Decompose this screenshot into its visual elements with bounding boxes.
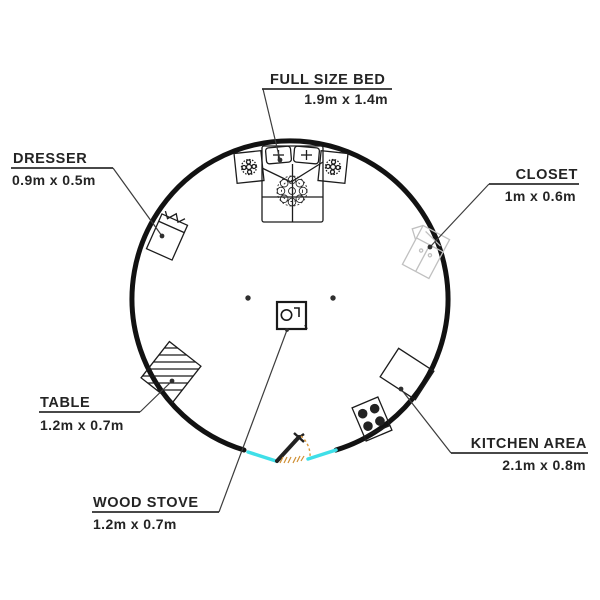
stove-flue-icon bbox=[280, 308, 293, 321]
kitchen-stove-figure bbox=[351, 396, 393, 442]
callout-bed: FULL SIZE BED 1.9m x 1.4m bbox=[262, 72, 392, 163]
closet-label: CLOSET bbox=[516, 167, 578, 183]
callout-closet: CLOSET 1m x 0.6m bbox=[427, 167, 579, 250]
table-label: TABLE bbox=[40, 395, 90, 411]
door-swing-arc bbox=[300, 435, 311, 459]
door-leaf-tip-mark2 bbox=[293, 433, 305, 442]
nightstand-left bbox=[233, 149, 265, 185]
roof-post-dot-left bbox=[245, 295, 251, 301]
bed-medallion-icon bbox=[276, 175, 308, 207]
wood-stove-dimensions: 1.2m x 0.7m bbox=[93, 516, 177, 532]
yurt-wall-arc bbox=[129, 138, 451, 453]
nightstand-right bbox=[317, 149, 349, 185]
bed-dimensions: 1.9m x 1.4m bbox=[304, 91, 388, 107]
stove-pipe-icon bbox=[294, 307, 300, 317]
burner-icon bbox=[375, 416, 385, 426]
pillow-right-icon bbox=[292, 145, 321, 165]
dresser-dimensions: 0.9m x 0.5m bbox=[12, 172, 96, 188]
burner-icon bbox=[363, 421, 373, 431]
roof-post-dots bbox=[245, 295, 336, 301]
wood-stove-label: WOOD STOVE bbox=[93, 495, 199, 511]
wood-stove-figure bbox=[275, 300, 308, 331]
burner-icon bbox=[357, 408, 368, 419]
table-dimensions: 1.2m x 0.7m bbox=[40, 417, 124, 433]
kitchen-dimensions: 2.1m x 0.8m bbox=[502, 457, 586, 473]
kitchen-counter-figure bbox=[379, 347, 435, 401]
burner-icon bbox=[369, 403, 380, 414]
bed-label: FULL SIZE BED bbox=[270, 72, 385, 88]
closet-dimensions: 1m x 0.6m bbox=[505, 188, 576, 204]
yurt-wall bbox=[129, 138, 451, 453]
callout-wood-stove: WOOD STOVE 1.2m x 0.7m bbox=[92, 328, 289, 532]
door-threshold-hatch bbox=[279, 455, 305, 464]
kitchen-label: KITCHEN AREA bbox=[471, 436, 587, 452]
blanket-fold-line bbox=[261, 161, 324, 183]
dresser-label: DRESSER bbox=[13, 151, 87, 167]
callout-table: TABLE 1.2m x 0.7m bbox=[39, 378, 175, 433]
dresser-figure bbox=[145, 210, 189, 261]
stove-corner-tick bbox=[304, 324, 308, 330]
door-sidelight-left bbox=[246, 450, 278, 463]
door-assembly bbox=[246, 432, 338, 464]
callout-kitchen: KITCHEN AREA 2.1m x 0.8m bbox=[398, 386, 588, 473]
bed-figure bbox=[261, 145, 324, 223]
callout-dresser: DRESSER 0.9m x 0.5m bbox=[11, 151, 165, 239]
door-sidelight-right bbox=[306, 448, 338, 461]
roof-post-dot-right bbox=[330, 295, 336, 301]
